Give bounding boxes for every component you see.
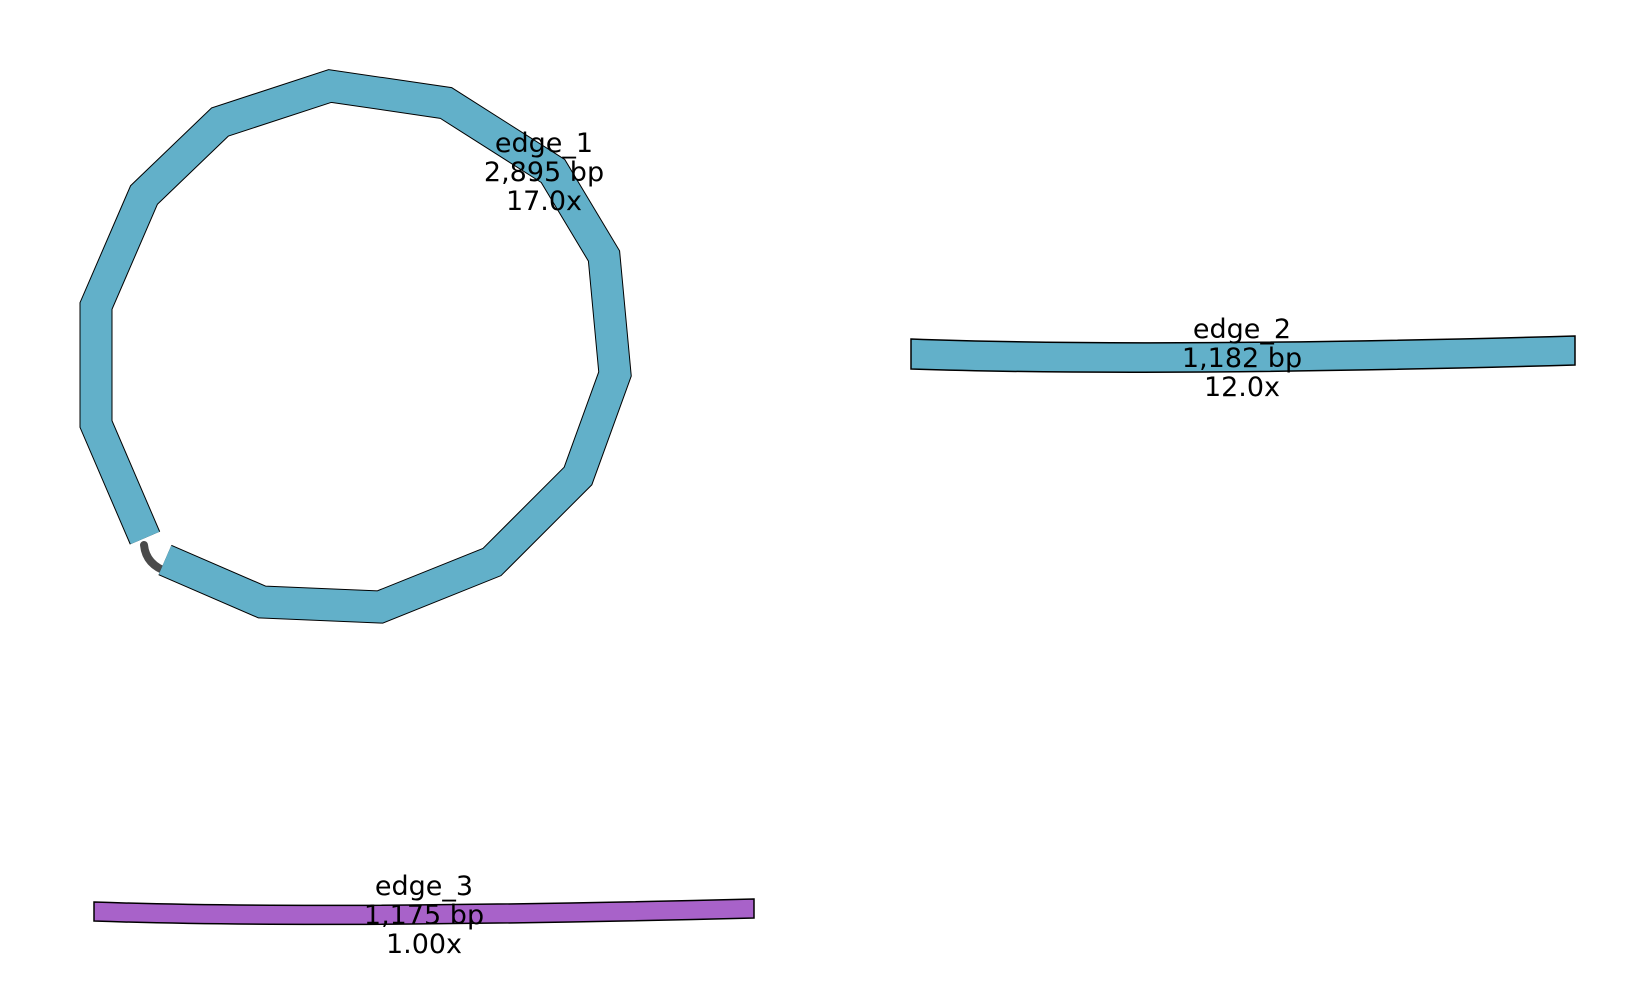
node-edge-3-body (93, 898, 755, 926)
node-edge-2-depth: 12.0x (1204, 372, 1280, 403)
node-edge-3-name: edge_3 (375, 871, 473, 902)
node-edge-3-label: edge_3 1,175 bp 1.00x (364, 871, 484, 960)
node-edge-1-depth: 17.0x (506, 186, 582, 217)
node-edge-1-name: edge_1 (495, 128, 593, 159)
node-edge-1-body (80, 70, 631, 623)
node-edge-2[interactable] (910, 335, 1576, 373)
node-edge-3-depth: 1.00x (386, 929, 462, 960)
node-edge-2-name: edge_2 (1193, 314, 1291, 345)
node-edge-1[interactable] (79, 69, 632, 624)
node-edge-2-body (910, 335, 1576, 373)
node-edge-2-label: edge_2 1,182 bp 12.0x (1182, 314, 1302, 403)
node-edge-1-length: 2,895 bp (484, 157, 604, 188)
node-edge-3[interactable] (93, 898, 755, 926)
node-edge-3-length: 1,175 bp (364, 900, 484, 931)
node-edge-1-label: edge_1 2,895 bp 17.0x (484, 128, 604, 217)
node-edge-2-length: 1,182 bp (1182, 343, 1302, 374)
